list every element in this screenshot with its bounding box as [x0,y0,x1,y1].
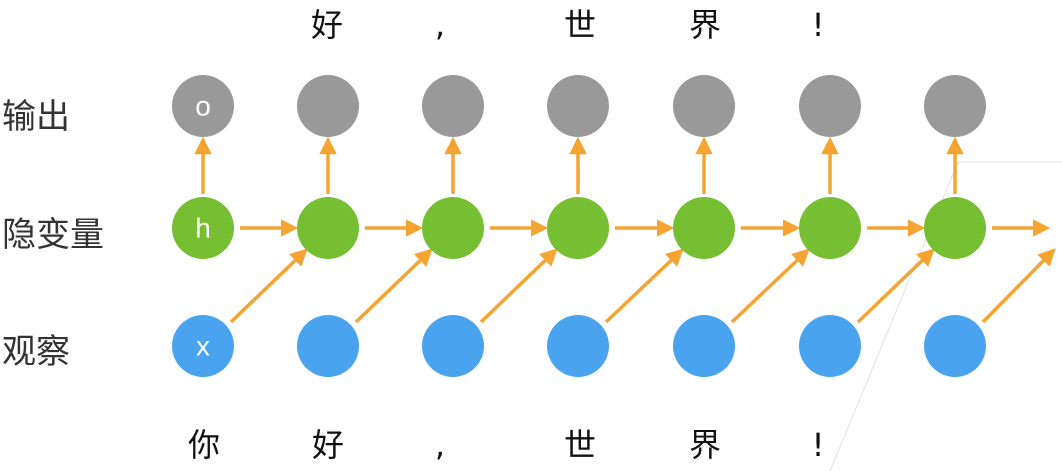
output-token: 界 [689,6,721,44]
output-tokens: 好 , 世 界 ! [311,6,824,44]
output-node [799,75,861,137]
output-node [547,75,609,137]
output-token: 世 [564,6,596,44]
hidden-node [172,197,234,259]
hidden-node [297,197,359,259]
observation-node [297,315,359,377]
hidden-node-letter: h [195,213,211,244]
input-token: ! [812,426,825,464]
observation-to-hidden-arrow [981,248,1056,324]
observation-node-letter: x [196,331,210,362]
observation-node [673,315,735,377]
input-token: , [435,426,445,464]
row-label-observation: 观察 [2,332,70,372]
observation-node [422,315,484,377]
nodes: o h x [172,75,986,377]
output-node [297,75,359,137]
observation-to-hidden-arrow [604,248,684,324]
output-node [422,75,484,137]
observation-to-hidden-arrow [730,248,810,324]
hidden-node [673,197,735,259]
hidden-node [547,197,609,259]
observation-node [924,315,986,377]
arrows [194,136,1056,324]
input-token: 你 [188,426,220,464]
input-token: 界 [689,426,721,464]
input-token: 好 [312,426,344,464]
observation-to-hidden-arrow [479,248,558,324]
input-tokens: 你 好 , 世 界 ! [188,426,824,464]
hidden-node [799,197,861,259]
observation-to-hidden-arrow [856,248,935,324]
hidden-node [924,197,986,259]
row-label-output: 输出 [2,97,70,137]
row-label-hidden: 隐变量 [2,215,104,255]
observation-node [547,315,609,377]
hidden-node [422,197,484,259]
input-token: 世 [564,426,596,464]
output-node [172,75,234,137]
observation-node [172,315,234,377]
observation-node [799,315,861,377]
output-node-letter: o [195,91,211,122]
output-node [673,75,735,137]
observation-to-hidden-arrow [229,248,308,324]
output-node [924,75,986,137]
output-token: 好 [311,6,343,44]
output-token: ! [812,6,825,44]
output-token: , [435,6,445,44]
observation-to-hidden-arrow [354,248,433,324]
